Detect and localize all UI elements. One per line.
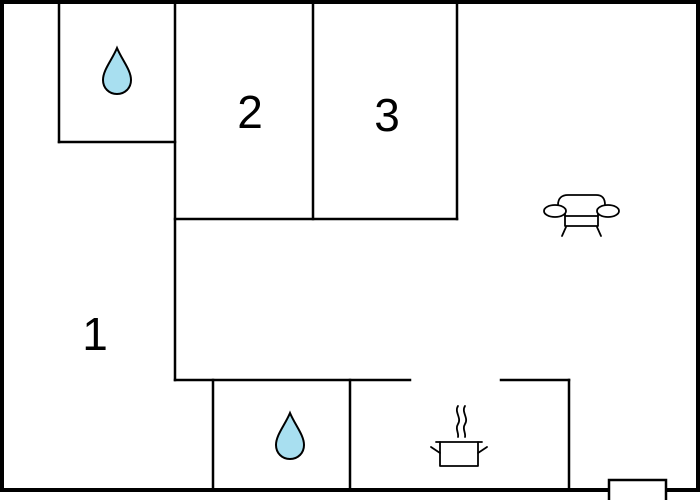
room-2-label: 2 [237, 86, 263, 138]
room-3-label: 3 [374, 89, 400, 141]
room-1-label: 1 [82, 308, 108, 360]
water-drop-icon [274, 410, 306, 461]
water-drop-icon [101, 45, 133, 96]
entrance-step [607, 478, 668, 500]
cooking-pot-icon [430, 405, 488, 467]
sofa-icon [543, 194, 620, 237]
